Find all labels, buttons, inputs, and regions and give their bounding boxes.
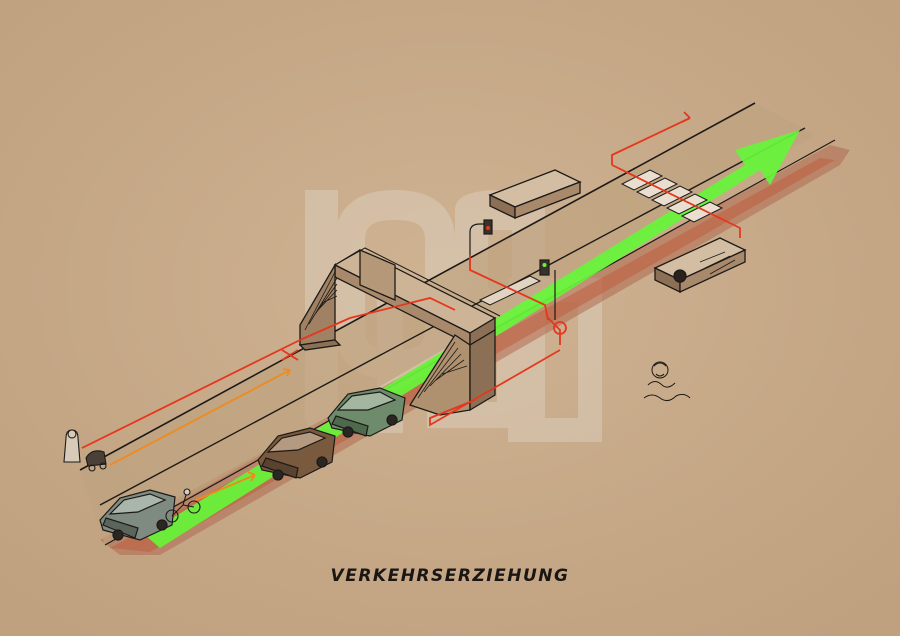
artist-signature xyxy=(643,361,691,402)
underpass-bottom xyxy=(653,237,747,294)
underpass-top xyxy=(488,169,582,220)
traffic-island xyxy=(478,275,542,306)
pedestrian-figure xyxy=(63,429,81,463)
green-car xyxy=(327,387,406,438)
cartoon-caption: VERKEHRSERZIEHUNG xyxy=(330,566,570,586)
traffic-light-right xyxy=(539,259,556,320)
grey-car xyxy=(99,489,176,541)
cyclist xyxy=(165,488,201,523)
orange-route xyxy=(109,368,291,501)
zebra-crossing xyxy=(620,169,724,223)
stroller xyxy=(85,450,107,472)
red-route xyxy=(81,111,741,449)
brown-car xyxy=(257,427,336,481)
traffic-light-left xyxy=(469,219,493,265)
